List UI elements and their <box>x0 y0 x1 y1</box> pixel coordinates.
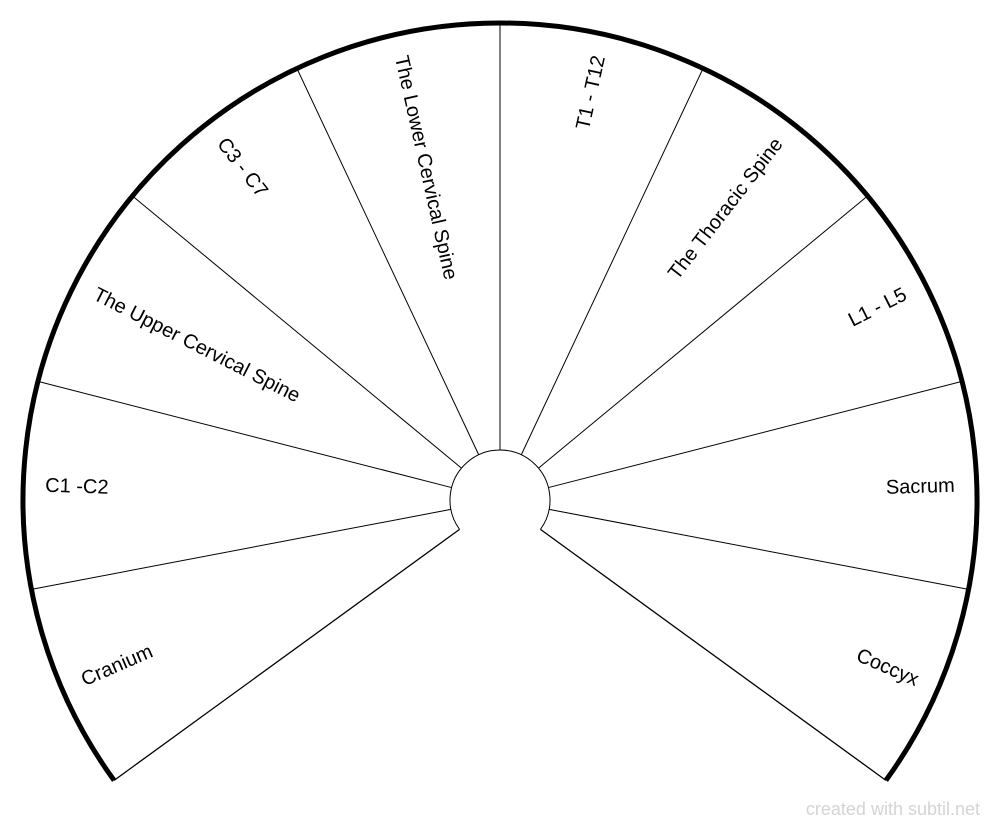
segment-divider <box>37 380 452 489</box>
segment-divider <box>296 68 480 455</box>
segment-divider <box>113 528 460 781</box>
segment-label: L1 - L5 <box>845 284 910 332</box>
center-hub <box>449 449 551 530</box>
segment-divider <box>31 508 451 590</box>
segment-label: T1 - T12 <box>572 54 610 132</box>
segment-divider <box>548 380 963 489</box>
segment-label: The Thoracic Spine <box>664 134 787 284</box>
segment-label: Coccyx <box>853 645 922 691</box>
segment-dividers <box>31 23 969 781</box>
segment-divider <box>132 195 462 469</box>
outer-arc <box>20 20 980 782</box>
segment-divider <box>538 195 868 469</box>
segment-label: Cranium <box>78 641 156 691</box>
segment-label: C3 - C7 <box>212 134 272 202</box>
segment-divider <box>540 528 887 781</box>
segment-label: The Lower Cervical Spine <box>390 54 461 282</box>
segment-divider <box>520 68 704 455</box>
segment-divider <box>549 508 969 590</box>
segment-label: Sacrum <box>886 475 956 499</box>
segment-label: C1 -C2 <box>45 475 109 499</box>
watermark: created with subtil.net <box>805 799 980 819</box>
segment-label: The Upper Cervical Spine <box>90 284 304 408</box>
